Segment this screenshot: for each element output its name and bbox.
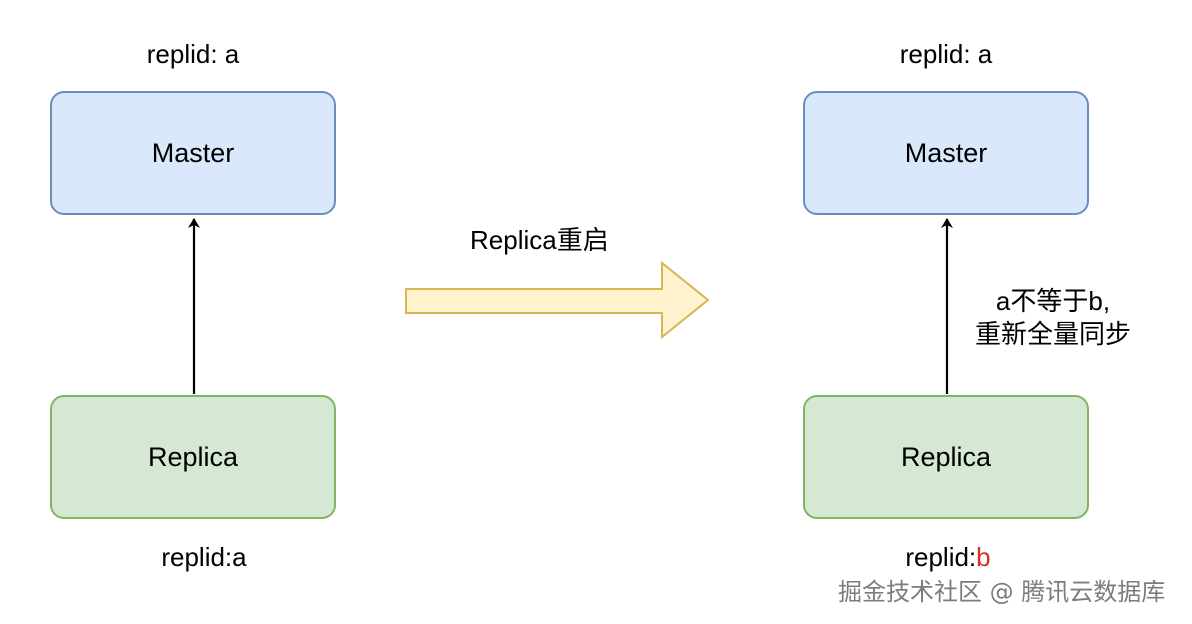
right-replica-label: Replica — [900, 441, 992, 472]
restart-label: Replica重启 — [470, 225, 609, 255]
right-replica-replid: replid: b — [905, 542, 991, 572]
left-master-replid: replid: a — [146, 39, 240, 69]
right-master-node: Master — [803, 91, 1089, 215]
restart-transition-arrow — [405, 260, 710, 340]
left-master-label: Master — [151, 137, 235, 168]
right-replica-node: Replica — [803, 395, 1089, 519]
edge-note: a不等于b, 重新全量同步 — [975, 285, 1131, 351]
right-replica-replid-value: b — [976, 542, 991, 572]
watermark: 掘金技术社区 @ 腾讯云数据库 — [838, 578, 1166, 606]
edge-note-line1: a不等于b, — [995, 286, 1111, 316]
right-master-replid: replid: a — [899, 39, 993, 69]
left-replica-label: Replica — [147, 441, 239, 472]
left-replica-replid-value: a — [232, 542, 247, 572]
right-master-label: Master — [904, 137, 988, 168]
left-master-node: Master — [50, 91, 336, 215]
left-replica-replid: replid: a — [161, 542, 247, 572]
edge-note-line2: 重新全量同步 — [975, 319, 1132, 349]
left-replica-node: Replica — [50, 395, 336, 519]
